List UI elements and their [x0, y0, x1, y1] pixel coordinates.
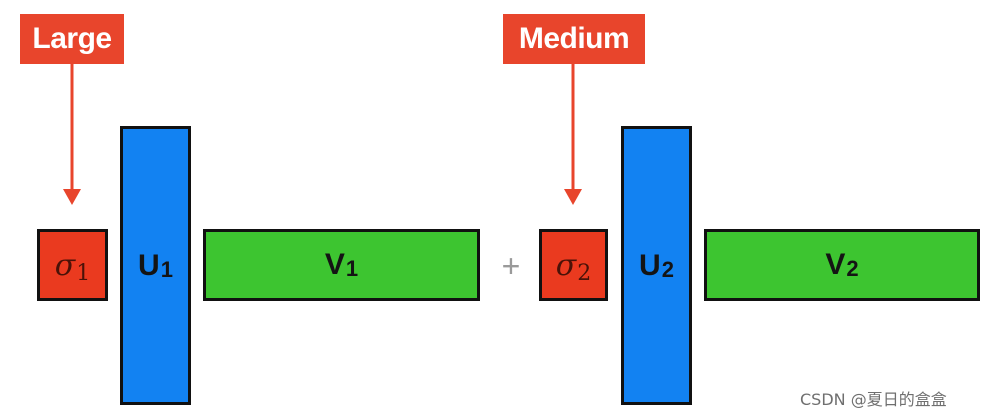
arrow-medium: [564, 64, 582, 205]
plus-operator: +: [501, 248, 521, 284]
v-1-subscript: 1: [345, 256, 359, 281]
u-2-letter: U: [639, 248, 661, 282]
arrow-large: [63, 64, 81, 205]
sigma-2-subscript: 2: [577, 260, 592, 286]
u-2-subscript: 2: [661, 256, 674, 282]
watermark-text: CSDN @夏日的盒盒: [800, 390, 947, 409]
sigma-1-symbol: σ: [54, 247, 76, 283]
v-2-subscript: 2: [846, 256, 859, 281]
u-1-letter: U: [138, 248, 160, 282]
v-2-letter: V: [825, 248, 846, 281]
v-1-letter: V: [324, 248, 345, 281]
sigma-1-subscript: 1: [76, 260, 91, 286]
medium-tag: Medium: [503, 14, 645, 64]
u-1-subscript: 1: [160, 256, 173, 282]
large-tag: Large: [20, 14, 124, 64]
sigma-2-symbol: σ: [555, 247, 577, 283]
